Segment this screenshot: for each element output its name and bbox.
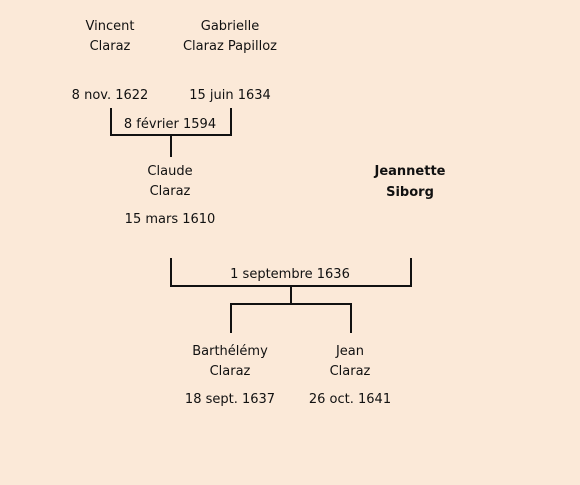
person-jean-first: Jean <box>335 344 365 359</box>
connector-child-2 <box>350 303 352 333</box>
person-gabrielle-last: Claraz Papilloz <box>182 39 277 54</box>
person-vincent-date: 8 nov. 1622 <box>71 88 149 103</box>
person-claude-last: Claraz <box>149 184 191 199</box>
person-gabrielle-date: 15 juin 1634 <box>189 88 271 103</box>
connector-children-bar <box>230 303 352 305</box>
person-barthelemy-date: 18 sept. 1637 <box>184 392 276 407</box>
connector-child-1 <box>230 303 232 333</box>
person-vincent-last: Claraz <box>89 39 131 54</box>
connector-gp-right <box>230 108 232 136</box>
connector-p-left <box>170 258 172 287</box>
connector-gp-down <box>170 135 172 157</box>
person-jeannette-last: Siborg <box>386 185 434 200</box>
marriage-date-grandparents: 8 février 1594 <box>123 117 217 132</box>
person-barthelemy-last: Claraz <box>209 364 251 379</box>
person-jean-last: Claraz <box>329 364 371 379</box>
connector-p-down <box>290 286 292 305</box>
person-claude-first: Claude <box>147 164 193 179</box>
person-barthelemy-first: Barthélémy <box>192 344 268 359</box>
connector-p-right <box>410 258 412 287</box>
marriage-date-parents: 1 septembre 1636 <box>230 267 350 282</box>
connector-gp-left <box>110 108 112 136</box>
person-gabrielle-first: Gabrielle <box>200 19 260 34</box>
person-claude-date: 15 mars 1610 <box>124 212 216 227</box>
person-vincent-first: Vincent <box>85 19 135 34</box>
person-jean-date: 26 oct. 1641 <box>308 392 392 407</box>
person-jeannette-first: Jeannette <box>374 164 446 179</box>
